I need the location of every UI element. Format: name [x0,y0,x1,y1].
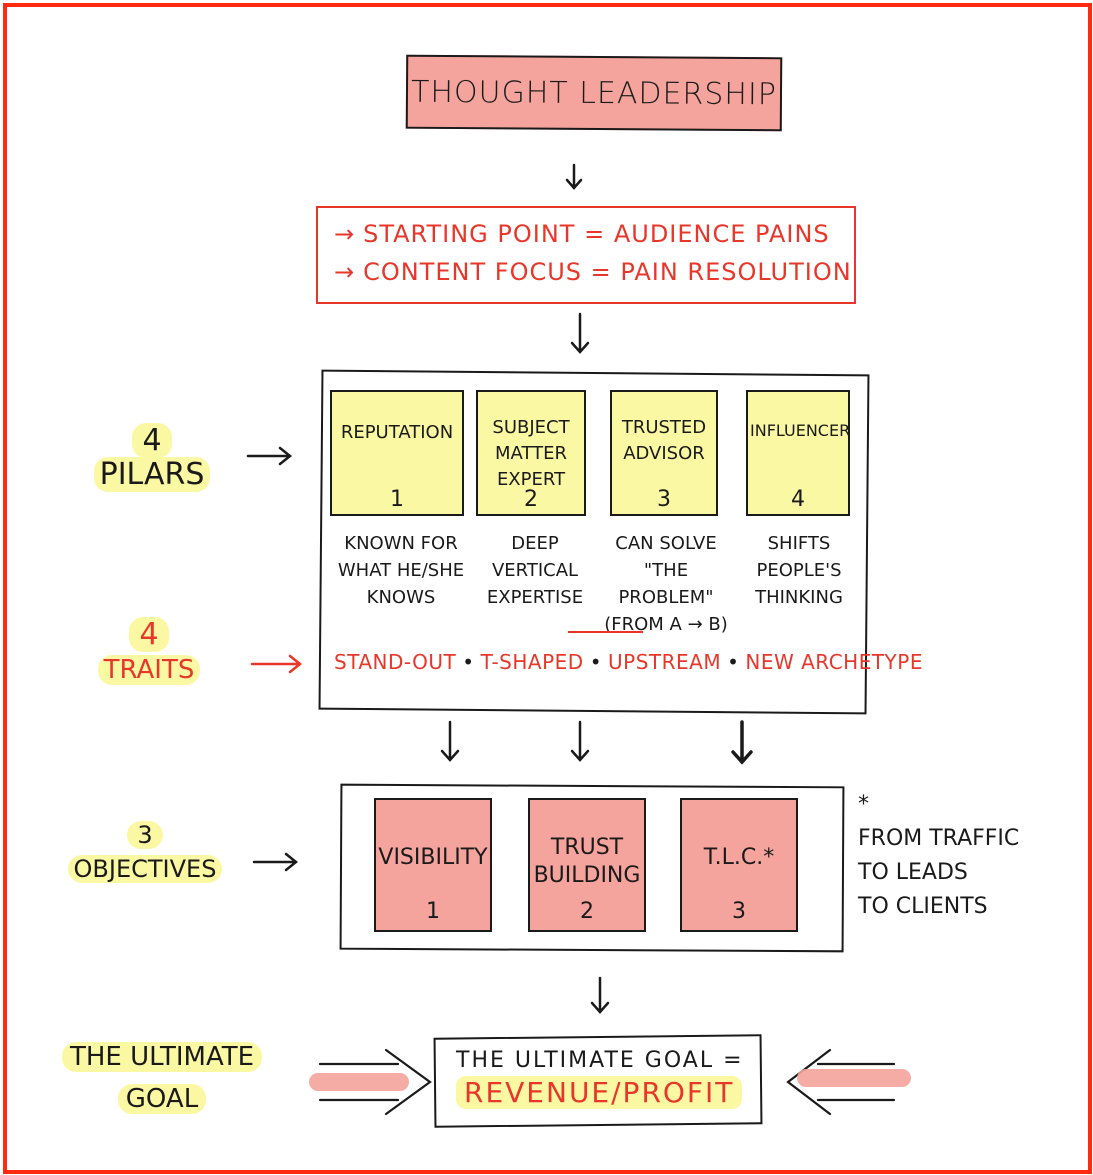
content-focus-line: →CONTENT FOCUS = PAIN RESOLUTION [334,258,852,286]
pillar-title: TRUSTED ADVISOR [621,417,707,464]
pillar-description: KNOWN FOR WHAT HE/SHE KNOWS [337,533,465,608]
objectives-word: OBJECTIVES [67,855,223,883]
right-arrow-icon [252,852,299,872]
content-focus-text: CONTENT FOCUS = PAIN RESOLUTION [363,258,852,286]
double-left-arrow-icon [786,1048,896,1116]
traits-label: 4 TRAITS [84,617,214,687]
down-arrow-icon [565,163,583,190]
objective-trust-building: TRUST BUILDING 2 [528,798,646,932]
objectives-label: 3 OBJECTIVES [50,818,240,886]
pillars-label: 4 PILARS [92,423,212,492]
pillar-title: REPUTATION [340,422,454,443]
pillar-reputation: REPUTATION 1 [330,390,464,516]
red-right-arrow-icon [250,654,303,674]
pillar-trusted-advisor: TRUSTED ADVISOR 3 [610,390,718,516]
pillars-count: 4 [132,423,172,458]
objective-number: 3 [732,899,746,924]
traits-row: STAND-OUT•T-SHAPED•UPSTREAM•NEW ARCHETYP… [334,650,923,674]
starting-point-line: →STARTING POINT = AUDIENCE PAINS [334,220,830,248]
pillars-word: PILARS [93,457,211,492]
bullet-icon: • [589,650,602,674]
double-right-arrow-icon [318,1048,432,1116]
goal-line1: THE ULTIMATE GOAL = [456,1048,744,1073]
pillar-number: 3 [657,487,671,512]
objective-number: 2 [580,899,594,924]
objective-visibility: VISIBILITY 1 [374,798,492,932]
pillar-description: CAN SOLVE "THE PROBLEM" (FROM A → B) [604,533,728,635]
red-frame [3,3,1092,1174]
pillar-title: INFLUENCER [750,421,851,440]
starting-point-box: →STARTING POINT = AUDIENCE PAINS →CONTEN… [316,206,856,304]
bullet-icon: • [727,650,740,674]
down-arrow-icon [570,720,590,762]
trait-label: T-SHAPED [480,650,584,674]
trait-label: NEW ARCHETYPE [745,650,923,674]
tlc-footnote: * FROM TRAFFIC TO LEADS TO CLIENTS [858,792,1020,919]
objective-tlc: T.L.C.* 3 [680,798,798,932]
pillar-subject-matter-expert: SUBJECT MATTER EXPERT 2 [476,390,586,516]
underline-mark [568,631,643,633]
pillar-number: 2 [524,487,538,512]
down-arrow-icon [590,976,610,1014]
right-arrow-icon: → [334,220,356,248]
traits-count: 4 [129,617,169,652]
down-arrow-icon [570,312,590,354]
objectives-count: 3 [127,821,163,849]
pillar-influencer: INFLUENCER 4 [746,390,850,516]
ultimate-goal-line2: GOAL [117,1084,207,1114]
ultimate-goal-label: THE ULTIMATE GOAL [42,1036,282,1120]
down-arrow-icon [731,720,753,765]
trait-label: UPSTREAM [608,650,722,674]
down-arrow-icon [440,720,460,762]
goal-line2: REVENUE/PROFIT [456,1076,743,1109]
right-arrow-icon: → [334,258,356,286]
pillar-description: DEEP VERTICAL EXPERTISE [486,533,584,608]
objective-title: VISIBILITY [378,845,488,870]
pillar-number: 4 [791,487,805,512]
trait-label: STAND-OUT [334,650,457,674]
pillar-number: 1 [390,487,404,512]
ultimate-goal-line1: THE ULTIMATE [61,1042,263,1072]
bullet-icon: • [462,650,475,674]
pillar-title: SUBJECT MATTER EXPERT [492,417,570,490]
traits-word: TRAITS [97,655,201,685]
objective-title: TRUST BUILDING [533,835,641,888]
right-arrow-icon [246,446,293,466]
pillar-description: SHIFTS PEOPLE'S THINKING [755,533,843,608]
objective-title: T.L.C.* [703,845,775,870]
starting-point-text: STARTING POINT = AUDIENCE PAINS [363,220,830,248]
objective-number: 1 [426,899,440,924]
